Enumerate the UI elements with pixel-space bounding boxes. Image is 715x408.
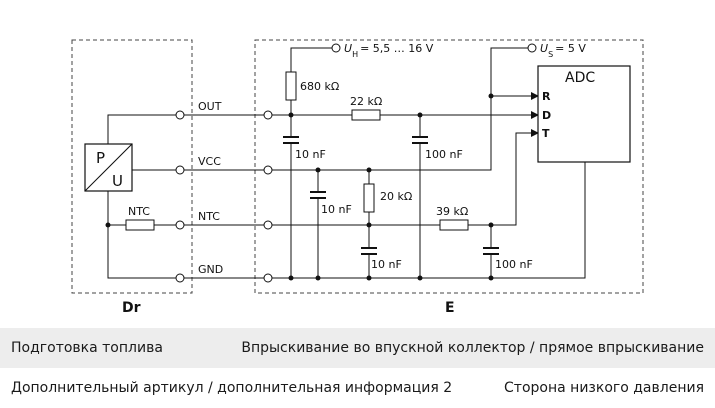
- sensor-ntc-resistor: [125, 219, 155, 231]
- sensor-ntc-label: NTC: [128, 205, 150, 218]
- resistor-680k-label: 680 kΩ: [300, 80, 339, 93]
- terminal-label-ntc: NTC: [198, 210, 220, 223]
- info-row-2: Дополнительный артикул / дополнительная …: [0, 368, 715, 408]
- info-row-1-right: Впрыскивание во впускной коллектор / пря…: [241, 340, 704, 356]
- capacitor-c1-label: 10 nF: [295, 148, 326, 161]
- resistor-39k: [439, 219, 469, 231]
- resistor-22k: [351, 109, 381, 121]
- sensor-junction-dot: [105, 222, 111, 228]
- section-label-dr: Dr: [122, 300, 141, 316]
- resistor-22k-label: 22 kΩ: [350, 95, 382, 108]
- adc-pin-r: R: [542, 90, 551, 103]
- capacitor-c5-label: 100 nF: [495, 258, 533, 271]
- terminal-gnd-sensor: [175, 273, 185, 283]
- info-row-2-right: Сторона низкого давления: [504, 380, 704, 396]
- section-label-e: E: [445, 300, 455, 316]
- junction-dots: [288, 93, 494, 281]
- info-row-1: Подготовка топлива Впрыскивание во впуск…: [0, 328, 715, 368]
- terminal-label-vcc: VCC: [198, 155, 221, 168]
- resistor-20k: [363, 183, 375, 213]
- adc-label: ADC: [565, 70, 595, 86]
- supply-us-terminal: [527, 43, 537, 53]
- sensor-diagonal: [84, 143, 133, 192]
- supply-uh-label: UH= 5,5 … 16 V: [344, 42, 434, 59]
- terminal-label-gnd: GND: [198, 263, 223, 276]
- terminal-gnd-ecu: [263, 273, 273, 283]
- sensor-u-label: U: [112, 172, 123, 190]
- terminal-ntc-sensor: [175, 220, 185, 230]
- circuit-diagram: P U NTC OUT VCC NTC GND: [71, 39, 644, 316]
- harness-wires: [184, 114, 264, 279]
- terminal-out-sensor: [175, 110, 185, 120]
- terminal-vcc-ecu: [263, 165, 273, 175]
- info-row-1-left: Подготовка топлива: [11, 340, 163, 356]
- resistor-20k-label: 20 kΩ: [380, 190, 412, 203]
- info-row-2-left: Дополнительный артикул / дополнительная …: [11, 380, 453, 396]
- resistor-39k-label: 39 kΩ: [436, 205, 468, 218]
- terminal-out-ecu: [263, 110, 273, 120]
- adc-input-arrows: [520, 92, 539, 137]
- adc-pin-t: T: [542, 127, 550, 140]
- supply-uh-terminal: [331, 43, 341, 53]
- sensor-wiring: [107, 114, 176, 279]
- capacitor-c3-label: 10 nF: [321, 203, 352, 216]
- terminal-label-out: OUT: [198, 100, 222, 113]
- terminal-ntc-ecu: [263, 220, 273, 230]
- capacitor-c4-label: 10 nF: [371, 258, 402, 271]
- adc-pin-d: D: [542, 109, 551, 122]
- supply-us-label: US= 5 V: [540, 42, 586, 59]
- sensor-p-label: P: [96, 149, 105, 167]
- ecu-boundary-box: [254, 39, 644, 294]
- capacitor-c2-label: 100 nF: [425, 148, 463, 161]
- capacitor-plates: [283, 136, 499, 255]
- adc-block: [537, 65, 631, 163]
- resistor-680k: [285, 71, 297, 101]
- terminal-circles: [175, 110, 273, 283]
- terminal-vcc-sensor: [175, 165, 185, 175]
- sensor-boundary-box: [71, 39, 193, 294]
